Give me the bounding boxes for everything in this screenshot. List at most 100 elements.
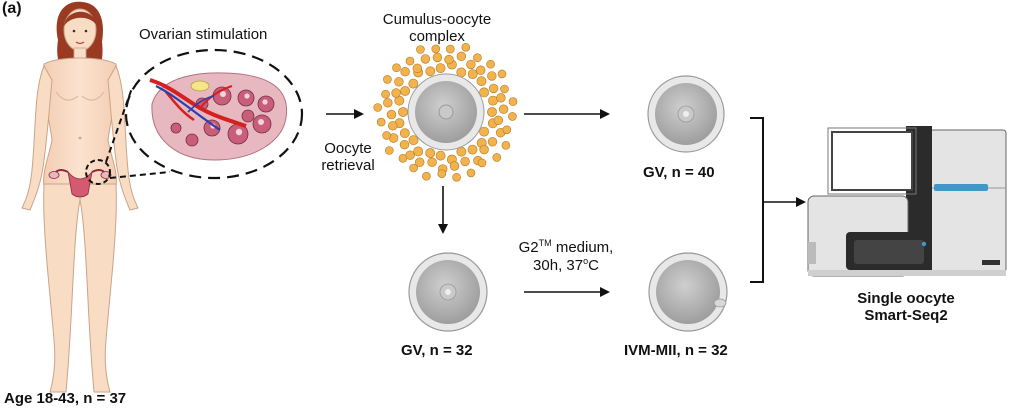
cumulus-cell [479, 87, 489, 98]
ivm-mii-count-label: IVM-MII, n = 32 [624, 342, 728, 359]
cumulus-cell [486, 59, 495, 69]
medium-label: G2TM medium, [486, 238, 646, 256]
cumulus-cell [477, 158, 487, 168]
ovarian-stimulation-label: Ovarian stimulation [139, 26, 268, 43]
medium-name: G2 [518, 239, 539, 256]
cumulus-cell [476, 76, 487, 87]
gv-oocyte-bottom [408, 252, 488, 332]
cumulus-cell [473, 53, 482, 63]
cumulus-cell [384, 146, 394, 155]
cumulus-cell [466, 59, 476, 70]
cumulus-cell [408, 135, 419, 146]
cumulus-cell [386, 109, 397, 120]
cumulus-cell [435, 150, 446, 161]
cumulus-cell [487, 71, 497, 81]
cumulus-oocyte-complex-label: Cumulus-oocyte complex [372, 11, 502, 45]
cumulus-cell [461, 42, 471, 52]
gv-oocyte-top [647, 75, 725, 153]
retrieval-label-line2: retrieval [321, 157, 375, 174]
cumulus-cell [432, 52, 443, 63]
trademark-mark: TM [538, 238, 552, 248]
cumulus-cell [415, 157, 425, 167]
cumulus-cell [431, 44, 441, 54]
ovary-illustration [124, 48, 304, 180]
medium-suffix: medium, [551, 239, 614, 256]
cumulus-cell [382, 131, 391, 140]
cumulus-cell [466, 168, 476, 178]
cumulus-cell [394, 77, 404, 87]
cumulus-oocyte-complex [373, 42, 518, 182]
cumulus-cell [408, 78, 419, 89]
retrieval-label-line1: Oocyte [324, 140, 372, 157]
degree-mark: o [583, 256, 589, 266]
cumulus-cell [420, 54, 431, 64]
cumulus-cell [376, 117, 386, 127]
cumulus-cell [467, 144, 478, 155]
cumulus-cell [437, 169, 447, 178]
cumulus-cell [399, 140, 410, 150]
coc-label-line1: Cumulus-oocyte [382, 11, 492, 28]
cumulus-cell [445, 44, 455, 54]
cumulus-cell [479, 144, 489, 155]
cumulus-cell [400, 66, 410, 77]
cumulus-cell [422, 171, 431, 181]
cumulus-cell [400, 86, 410, 96]
cumulus-cell [391, 88, 401, 98]
conditions-label: 30h, 37oC [486, 256, 646, 274]
cumulus-cell [383, 98, 393, 108]
cumulus-cell [487, 137, 498, 147]
cumulus-cell [476, 65, 486, 75]
woman-figure [21, 1, 139, 393]
coc-nucleus [438, 104, 454, 120]
coc-label-line2: complex [409, 28, 465, 45]
cumulus-cell [493, 115, 504, 126]
conditions-suffix: C [588, 257, 599, 274]
sequencing-label-line1: Single oocyte [857, 290, 955, 307]
cumulus-cell [412, 63, 422, 74]
cumulus-cell [398, 154, 408, 163]
cumulus-cell [373, 103, 383, 112]
cumulus-cell [487, 107, 497, 117]
cumulus-cell [435, 63, 446, 73]
cumulus-cell [398, 107, 408, 117]
cumulus-cell [413, 146, 424, 157]
cumulus-cell [399, 128, 410, 139]
cumulus-cell [416, 45, 425, 54]
cumulus-cell [508, 97, 518, 106]
conditions-prefix: 30h, 37 [533, 257, 584, 274]
cumulus-cell [497, 69, 507, 79]
cumulus-cell [498, 104, 509, 114]
cumulus-cell [425, 148, 436, 158]
group-bracket [750, 117, 764, 283]
cumulus-cell [449, 161, 460, 171]
cumulus-cell [405, 56, 415, 66]
sequencer-machine-icon [807, 126, 1007, 277]
cumulus-cell [488, 83, 499, 94]
cumulus-cell [383, 75, 392, 84]
cumulus-cell [508, 112, 517, 121]
culture-conditions-label: G2TM medium, 30h, 37oC [486, 238, 646, 274]
cumulus-cell [392, 63, 401, 72]
cumulus-cell [501, 141, 511, 150]
cumulus-cell [444, 54, 454, 65]
cumulus-cell [496, 93, 506, 103]
sequencing-label: Single oocyte Smart-Seq2 [826, 290, 986, 324]
cumulus-cell [388, 121, 398, 131]
cumulus-cell [502, 125, 512, 135]
cumulus-cell [456, 51, 467, 61]
cumulus-cell [500, 84, 509, 94]
sequencing-label-line2: Smart-Seq2 [864, 307, 948, 324]
gv-top-count-label: GV, n = 40 [643, 164, 715, 181]
cumulus-cell [460, 156, 470, 167]
age-cohort-label: Age 18-43, n = 37 [4, 390, 127, 407]
cumulus-cell [492, 153, 502, 162]
cumulus-cell [467, 69, 478, 79]
cumulus-cell [409, 163, 418, 173]
cumulus-cell [479, 126, 489, 137]
zoom-line-lower [109, 171, 171, 179]
ivm-mii-oocyte [648, 252, 728, 332]
cumulus-cell [381, 89, 390, 99]
oocyte-retrieval-label: Oocyte retrieval [308, 140, 388, 174]
